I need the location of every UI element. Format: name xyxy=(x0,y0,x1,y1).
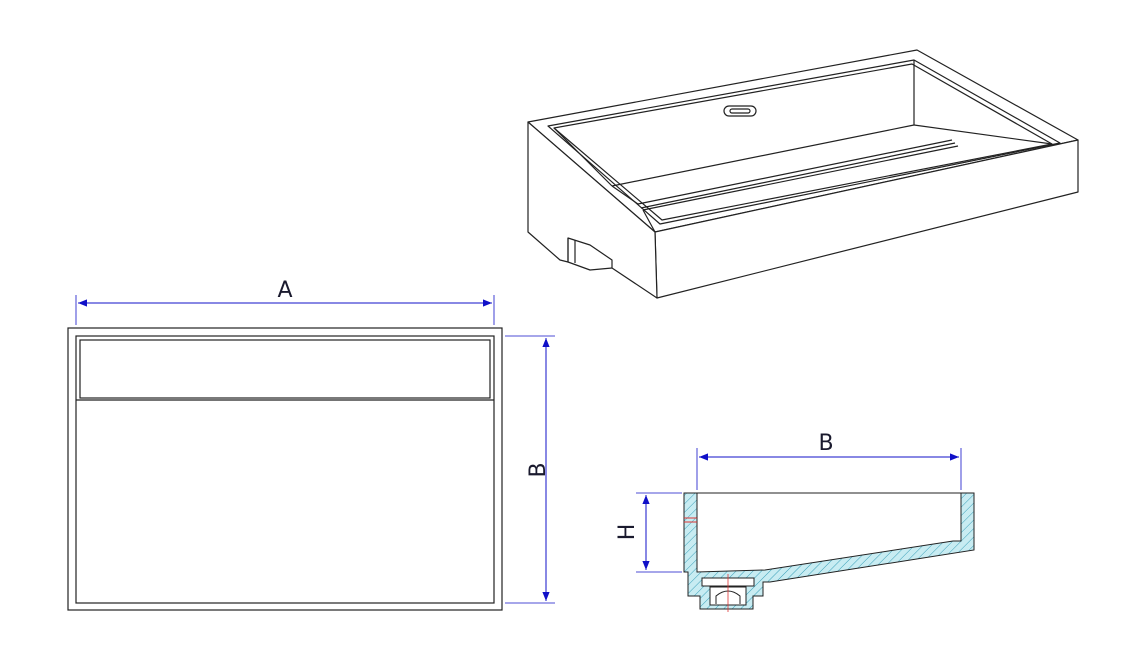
drain-channel-3 xyxy=(642,145,959,211)
inner-floor-edge-back xyxy=(611,124,915,187)
inner-floor-edge-left xyxy=(553,127,613,187)
plan-view xyxy=(67,327,503,611)
dimension-b-plan-label: B xyxy=(526,462,551,477)
dimension-h-label: H xyxy=(615,524,640,541)
dimension-a: A xyxy=(75,278,495,325)
drain-channel-1 xyxy=(637,139,953,205)
channel-left-edge xyxy=(611,185,639,205)
section-view xyxy=(683,492,975,612)
dimension-a-label: A xyxy=(277,278,292,303)
overflow-slot-outer xyxy=(723,105,757,117)
channel-front-edge xyxy=(642,209,656,233)
inner-floor-edge-right xyxy=(913,124,1053,145)
plan-inner xyxy=(75,335,495,604)
section-wall xyxy=(683,492,975,610)
plan-outer xyxy=(67,327,503,611)
plan-overflow-panel xyxy=(79,339,491,399)
dimension-h: H xyxy=(615,492,682,573)
drain-block xyxy=(567,238,613,271)
dimension-b-section: B xyxy=(696,431,962,490)
side-face-left xyxy=(527,121,658,299)
dimension-b-section-label: B xyxy=(818,431,833,456)
drain-channel-2 xyxy=(640,142,956,209)
isometric-view xyxy=(527,49,1079,299)
overflow-slot-inner xyxy=(729,108,751,114)
rim-inner xyxy=(547,59,1061,225)
dimension-b-plan: B xyxy=(505,335,555,604)
